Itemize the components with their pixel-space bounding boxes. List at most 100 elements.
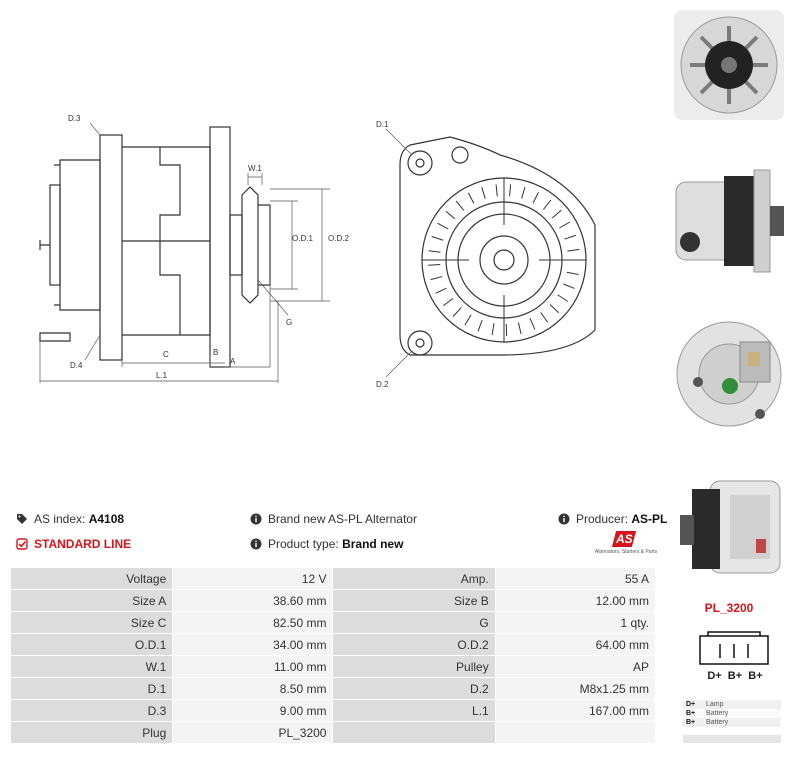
product-photo-rear[interactable] [670, 312, 788, 430]
vent-slot [495, 184, 498, 197]
vent-slot [428, 263, 441, 266]
vent-slot [559, 221, 571, 229]
spec-label: Plug [9, 721, 174, 744]
info-circle-icon [250, 513, 262, 525]
spec-label: L.1 [332, 699, 496, 722]
dim-label-d3: D.3 [68, 114, 81, 123]
spec-value: 38.60 mm [172, 589, 334, 612]
vent-slot [543, 199, 552, 210]
spec-value: M8x1.25 mm [494, 677, 657, 700]
spec-value: 55 A [494, 567, 657, 590]
standard-line-label: STANDARD LINE [34, 537, 132, 551]
dim-label-g: G [286, 318, 292, 327]
spec-label: O.D.1 [9, 633, 174, 656]
vent-slot [455, 200, 465, 211]
front-view-drawing: D.1 D.2 [376, 120, 596, 389]
vent-slot [477, 319, 483, 332]
dim-label-w1: W.1 [248, 164, 262, 173]
spec-value: 12 V [172, 567, 334, 590]
info-circle-icon [250, 538, 262, 550]
spec-label: Voltage [9, 567, 174, 590]
vent-slot [529, 318, 536, 330]
spec-label: D.3 [9, 699, 174, 722]
dim-label-d1: D.1 [376, 120, 389, 129]
plug-legend-empty [683, 735, 781, 743]
standard-line: STANDARD LINE [16, 537, 131, 551]
producer-value: AS-PL [631, 512, 668, 526]
spec-label: Size C [9, 611, 174, 634]
dim-label-l1: L.1 [156, 371, 168, 380]
spec-label: Size B [332, 589, 496, 612]
vent-slot [464, 314, 472, 326]
vent-slot [549, 304, 560, 314]
vent-slot [521, 186, 526, 199]
producer-label: Producer: [576, 512, 629, 526]
vent-slot [567, 248, 580, 252]
plug-legend-row: B+Battery [683, 718, 781, 727]
vent-slot [428, 250, 441, 253]
spec-label: G [332, 611, 496, 634]
spec-label [332, 721, 496, 744]
spec-value: PL_3200 [172, 721, 334, 744]
spec-value: AP [494, 655, 657, 678]
plug-legend-row: D+Lamp [683, 700, 781, 709]
plug-pins: D+ B+ B+ [707, 670, 763, 682]
product-photo-front[interactable] [670, 6, 788, 124]
plug-legend-row: B+Battery [683, 709, 781, 718]
vent-slot [557, 294, 569, 302]
vent-slot [481, 187, 486, 199]
spec-label: W.1 [9, 655, 174, 678]
spec-value: 82.50 mm [172, 611, 334, 634]
vent-slot [517, 322, 522, 335]
product-type-value: Brand new [342, 537, 404, 551]
spec-label: D.1 [9, 677, 174, 700]
dim-label-c: C [163, 350, 169, 359]
plug-connector-diagram [699, 631, 769, 665]
vent-slot [445, 210, 456, 220]
as-index-value: A4108 [88, 512, 125, 526]
dim-label-d4: D.4 [70, 361, 83, 370]
spec-value: 9.00 mm [172, 699, 334, 722]
vent-slot [551, 209, 562, 219]
spec-label: Amp. [332, 567, 496, 590]
plug-code: PL_3200 [704, 601, 754, 615]
vent-slot [443, 298, 454, 307]
vent-slot [563, 283, 575, 289]
as-pl-logo: AS Alternators, Starters & Parts [594, 531, 658, 559]
dim-label-a: A [230, 357, 236, 366]
spec-value: 12.00 mm [494, 589, 657, 612]
product-photo-angle[interactable] [670, 465, 788, 583]
vent-slot [430, 276, 443, 281]
vent-slot [564, 234, 577, 240]
vent-slot [566, 271, 579, 275]
spec-value: 1 qty. [494, 611, 657, 634]
check-square-icon [16, 538, 28, 550]
vent-slot [452, 307, 462, 317]
logo-text: AS [616, 532, 633, 546]
vent-slot [467, 192, 475, 204]
vent-slot [540, 312, 549, 323]
product-photo-side[interactable] [670, 162, 788, 280]
tag-icon [17, 514, 27, 524]
spec-label: Pulley [332, 655, 496, 678]
vent-slot [532, 192, 539, 204]
producer: Producer: AS-PL [558, 512, 667, 526]
vent-slot [491, 323, 495, 336]
vent-slot [431, 236, 444, 241]
vent-slot [435, 287, 447, 294]
spec-value: 167.00 mm [494, 699, 657, 722]
dim-label-od2: O.D.2 [328, 234, 349, 243]
as-index-label: AS index: [34, 512, 86, 526]
dim-label-b: B [213, 348, 218, 357]
as-index: AS index: A4108 [16, 512, 124, 526]
spec-label: D.2 [332, 677, 496, 700]
logo-tagline: Alternators, Starters & Parts [594, 549, 658, 555]
spec-value: 64.00 mm [494, 633, 657, 656]
